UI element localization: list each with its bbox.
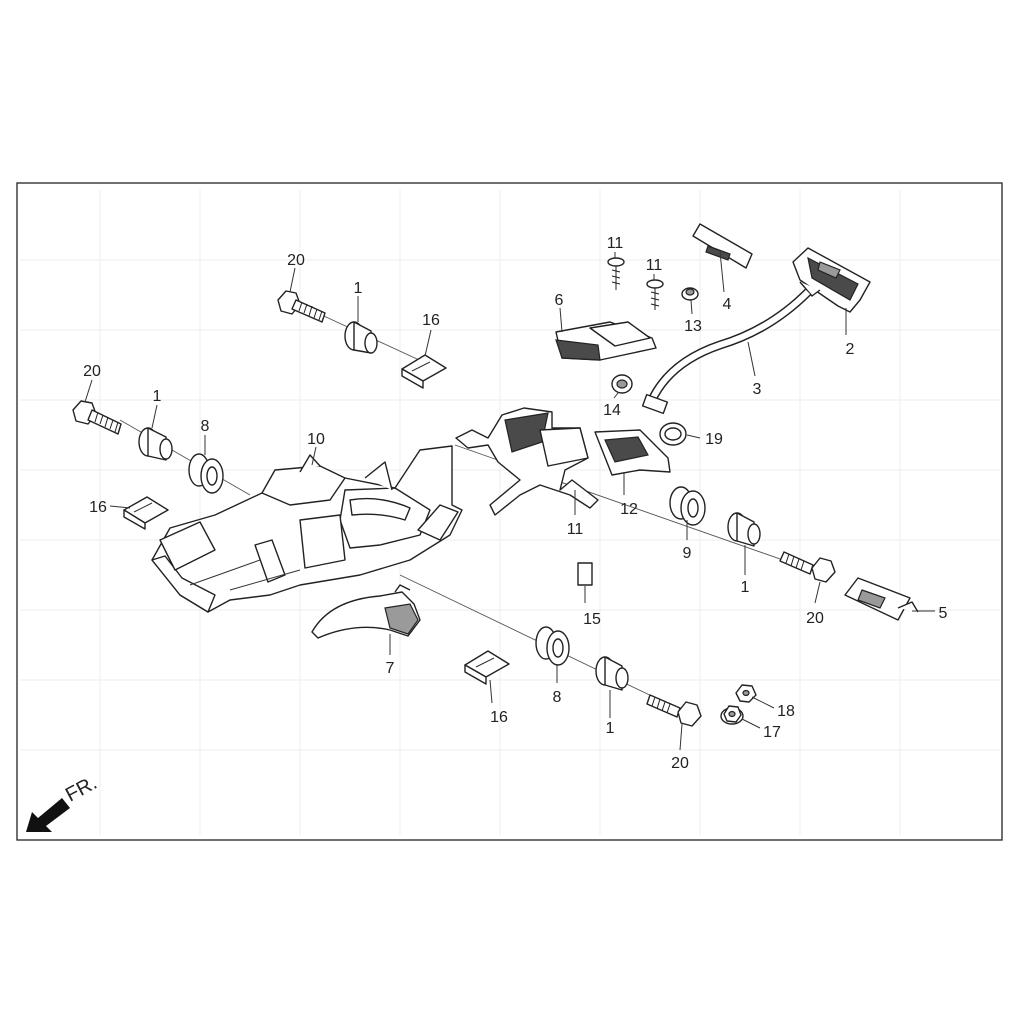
grommet-9 (669, 486, 706, 526)
callout-1-bottom: 1 (606, 720, 615, 737)
plate-bracket-11 (455, 407, 599, 516)
callout-10: 10 (307, 431, 325, 448)
bolt-20-right (779, 551, 836, 583)
nut-18 (735, 684, 757, 703)
grommet-8-bottom (535, 626, 570, 666)
callout-19: 19 (705, 431, 723, 448)
callout-16-bottom: 16 (490, 709, 508, 726)
collar-1-bottom (595, 656, 629, 691)
grommet-13 (681, 287, 699, 301)
cover-6 (555, 321, 657, 361)
leader-lines (84, 251, 935, 751)
callout-12: 12 (620, 501, 638, 518)
label-15 (577, 562, 593, 586)
callout-8-bottom: 8 (553, 689, 562, 706)
lamp-4 (692, 223, 753, 269)
bolt-20-left (72, 400, 122, 435)
callout-1-top: 1 (354, 280, 363, 297)
clip-16-bottom (464, 650, 510, 685)
grommet-14 (611, 374, 633, 394)
bolt-20-bottom (646, 694, 702, 727)
grommet-8-left (188, 453, 224, 494)
callout-6: 6 (555, 292, 564, 309)
background-grid (20, 190, 1000, 835)
callout-3: 3 (753, 381, 762, 398)
callout-20-bottom: 20 (671, 755, 689, 772)
callout-8-left: 8 (201, 418, 210, 435)
callout-1-right: 1 (741, 579, 750, 596)
callout-17: 17 (763, 724, 781, 741)
bolt-20-top (277, 290, 326, 323)
callout-labels: 20 1 16 20 1 8 16 10 11 11 6 13 4 2 3 14… (83, 235, 947, 772)
nut-17 (720, 705, 744, 725)
screw-11-b (646, 279, 664, 310)
callout-5: 5 (939, 605, 948, 622)
collar-1-top (344, 321, 378, 354)
callout-2: 2 (846, 341, 855, 358)
callout-20-left: 20 (83, 363, 101, 380)
rear-fender-10 (151, 445, 463, 613)
front-arrow-icon (26, 798, 70, 832)
oring-19 (659, 422, 687, 446)
callout-11-screw-b: 11 (646, 257, 663, 274)
callout-18: 18 (777, 703, 795, 720)
callout-16-left: 16 (89, 499, 107, 516)
tail-light-2 (792, 247, 871, 313)
callout-20-right: 20 (806, 610, 824, 627)
screw-11-a (607, 257, 625, 290)
harness-3 (641, 288, 812, 415)
callout-9: 9 (683, 545, 692, 562)
callout-11-screw-a: 11 (607, 235, 624, 252)
callout-20-top: 20 (287, 252, 305, 269)
callout-1-left: 1 (153, 388, 162, 405)
assembly-axes (119, 304, 821, 713)
diagram-frame (16, 182, 1003, 841)
callout-13: 13 (684, 318, 702, 335)
front-direction-label: FR. (62, 772, 101, 807)
holder-12 (594, 429, 671, 476)
callout-7: 7 (386, 660, 395, 677)
callout-16-top: 16 (422, 312, 440, 329)
bracket-5 (844, 577, 919, 621)
callout-11-bracket: 11 (567, 521, 584, 538)
front-direction-indicator: FR. (26, 772, 101, 832)
collar-1-right (727, 512, 761, 547)
callout-4: 4 (723, 296, 732, 313)
callout-14: 14 (603, 402, 621, 419)
clip-16-left (123, 496, 169, 530)
clip-16-top (401, 354, 447, 389)
hugger-7 (311, 584, 421, 639)
callout-15: 15 (583, 611, 601, 628)
collar-1-left (138, 427, 173, 461)
